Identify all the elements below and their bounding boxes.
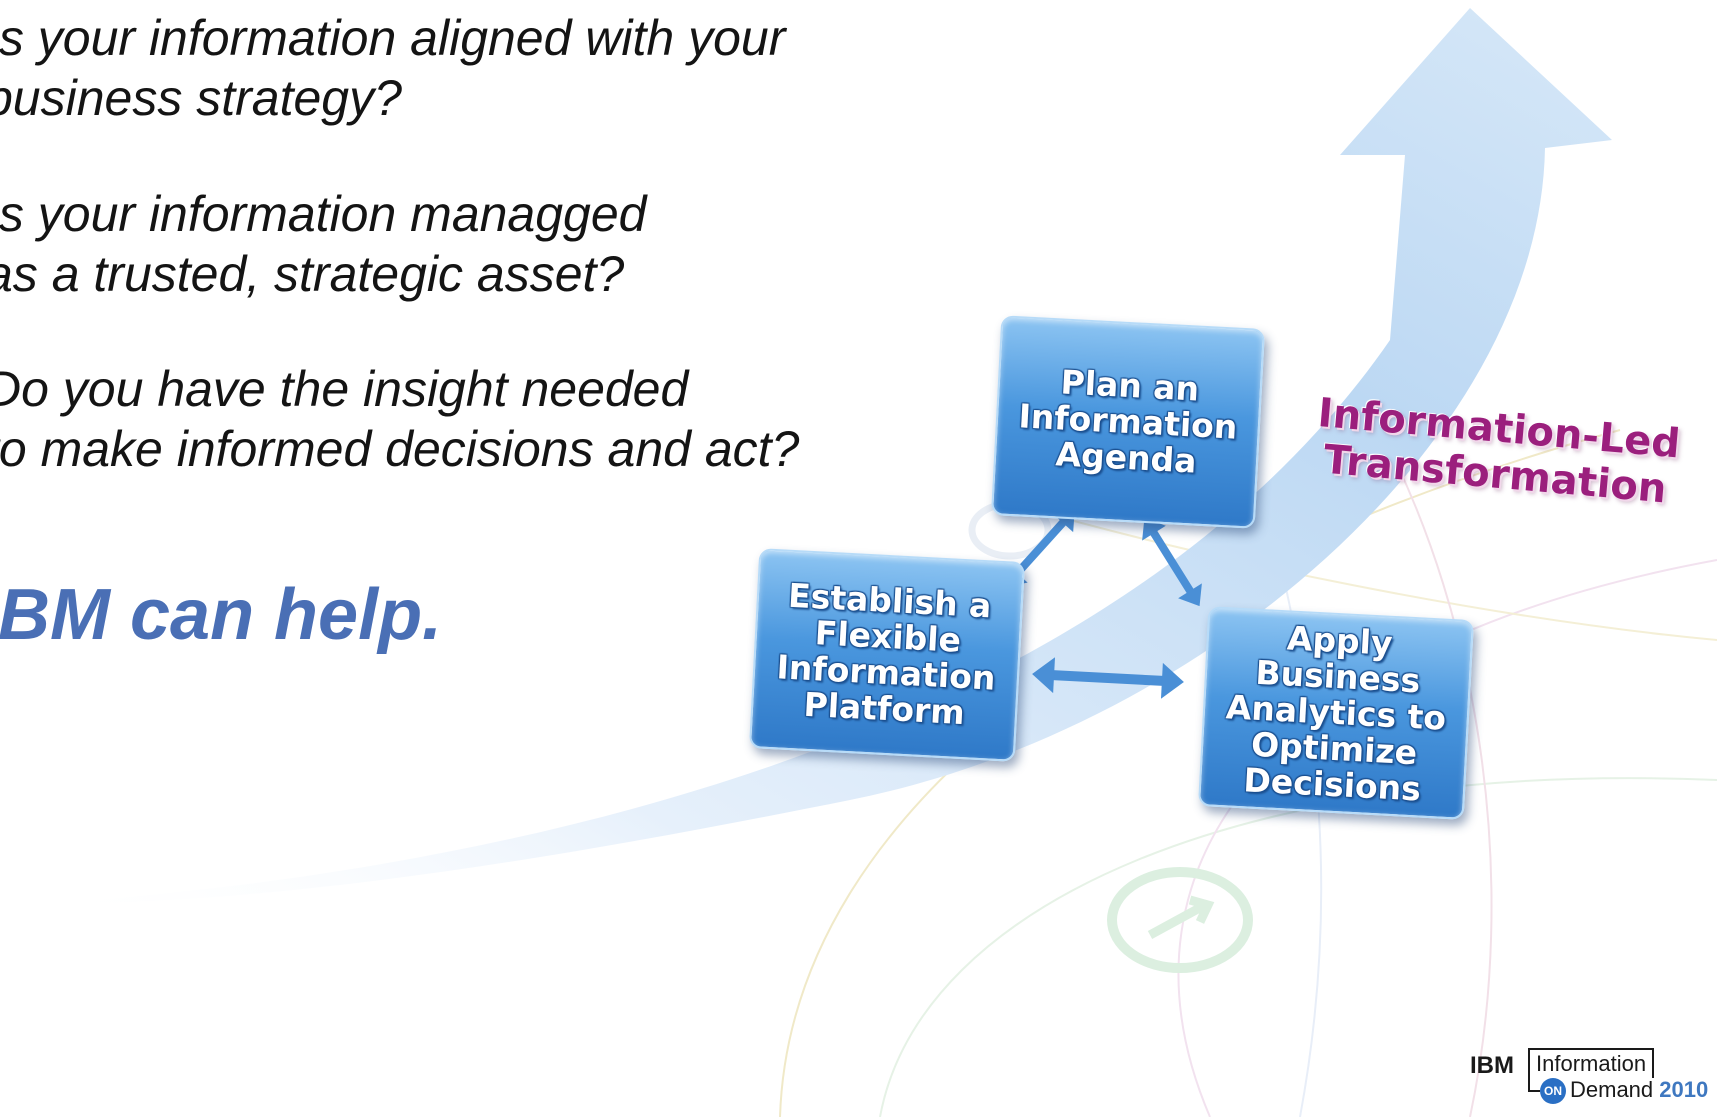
box-apply-business-analytics: Apply Business Analytics to Optimize Dec… [1197,606,1475,820]
tagline: IBM can help. [0,575,443,655]
growth-arrow [20,8,1612,905]
logo-bracket-vertical [1528,1076,1530,1092]
question-alignment-line2: business strategy? [0,70,402,126]
question-insight-line2: to make informed decisions and act? [0,421,800,477]
question-trusted-asset-line1: Is your information managged [0,186,647,242]
on-badge-icon: ON [1540,1078,1566,1104]
question-alignment: Is your information aligned with your bu… [0,8,785,128]
logo-ibm: IBM [1470,1052,1514,1079]
box-plan-information-agenda: Plan an Information Agenda [990,315,1266,529]
question-alignment-line1: Is your information aligned with your [0,10,786,66]
decorative-green-circle [1107,867,1253,973]
box-establish-flexible-platform: Establish a Flexible Information Platfor… [748,548,1026,762]
box-establish-line4: Platform [802,684,966,733]
question-trusted-asset-line2: as a trusted, strategic asset? [0,246,625,302]
question-insight-line1: Do you have the insight needed [0,361,689,417]
logo-demand: Demand 2010 [1570,1077,1708,1103]
logo-bracket-horizontal [1528,1090,1540,1092]
question-insight: Do you have the insight needed to make i… [0,359,799,479]
logo-demand-word: Demand [1570,1077,1654,1102]
ibm-information-on-demand-logo: IBM Information ON Demand 2010 [1470,1048,1715,1104]
logo-year: 2010 [1659,1077,1709,1102]
logo-information: Information [1528,1048,1655,1078]
question-trusted-asset: Is your information managged as a truste… [0,184,646,304]
